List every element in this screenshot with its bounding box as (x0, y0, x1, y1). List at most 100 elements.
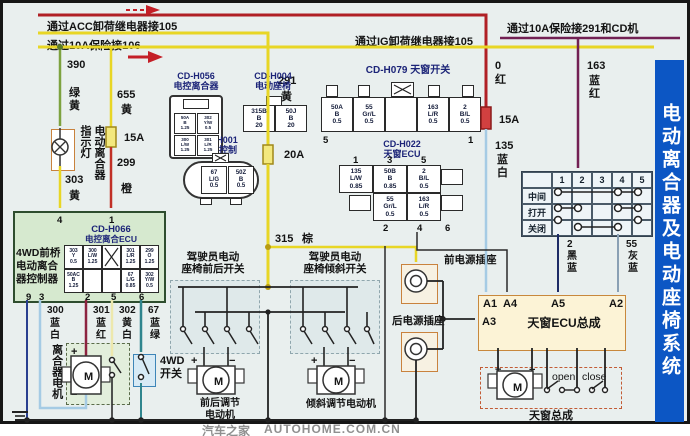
wire-0-number: 0 (495, 60, 502, 72)
fwd-switch-box (133, 354, 156, 387)
motor-m-label: M (513, 382, 523, 394)
connector-cdh079-tab (326, 85, 338, 97)
bus-label-ig: 通过IG卸荷继电器接105 (355, 36, 473, 48)
clutch-ecu-pin: 9 (26, 292, 32, 303)
connector-cdh001-tab (230, 198, 242, 205)
connector-cdh004-cell: 315B B 20 (243, 105, 275, 132)
connector-cdh004-subtitle: 电动座椅 (254, 81, 291, 91)
ecu-pin-a4: A4 (503, 298, 518, 310)
plus-terminal: + (311, 355, 318, 367)
connector-cdh004-cell: 50J B 20 (275, 105, 307, 132)
seat-tilt-switch-box (290, 280, 380, 354)
connector-cdh022-tab (349, 195, 371, 211)
connector-cdh079-tab (462, 85, 474, 97)
connector-cdh022-pin: 3 (387, 155, 393, 166)
connector-cdh022-cell: 163 L/R 0.5 (407, 193, 441, 221)
connector-cdh001-cell: 67 L/G 0.5 (201, 166, 227, 194)
clutch-ecu-cell: 300 L/W 1.25 (83, 245, 102, 269)
connector-cdh079-cell: 55 Gr/L 0.5 (353, 97, 385, 132)
clutch-indicator-lamp-label: 电动离合器指示灯 (79, 125, 105, 180)
motor-tilt-label: 倾斜调节电动机 (306, 399, 376, 410)
wire-315-number: 315 (275, 233, 294, 245)
connector-cdh022-pin: 6 (445, 223, 451, 234)
connector-cdh001-x-tab (212, 153, 229, 163)
connector-cdh056-subtitle: 电控离合器 (173, 81, 219, 91)
connector-cdh022-cell: 135 L/W 0.85 (339, 165, 373, 193)
wire-163-color: 蓝 红 (589, 75, 600, 100)
plus-terminal: + (191, 355, 198, 367)
wire-55-number: 55 (626, 239, 638, 250)
grid-col-header: 4 (612, 172, 632, 188)
rear-socket-label: 后电源插座 (392, 315, 445, 327)
wire-135-number: 135 (495, 140, 514, 152)
grid-corner (522, 172, 552, 188)
clutch-ecu-pin: 2 (85, 292, 91, 303)
wire-299-color: 橙 (121, 183, 132, 195)
connector-cdh079-cell: 2 B/L 0.5 (449, 97, 481, 132)
ecu-pin-a3: A3 (482, 316, 497, 328)
motor-m-label: M (214, 376, 224, 388)
clutch-ecu-subtitle: 电控离合ECU (85, 234, 137, 244)
clutch-ecu-pin: 3 (39, 292, 45, 303)
wire-303-color: 黄 (69, 190, 80, 202)
fuse-15a-left-label: 15A (124, 132, 145, 144)
clutch-controller-label: 4WD前桥 电动离合 器控制器 (16, 247, 61, 286)
clutch-ecu-pin: 5 (111, 292, 117, 303)
connector-cdh022-pin: 5 (421, 155, 427, 166)
bus-label-fuse291: 通过10A保险接291和CD机 (507, 23, 639, 35)
wire-55-color: 灰 蓝 (628, 251, 638, 274)
connector-cdh079-title: CD-H079 天窗开关 (365, 65, 451, 76)
connector-cdh056-cell: 300 L/W 1.25 (174, 135, 196, 156)
clutch-ecu-cell: 299 O 1.25 (140, 245, 159, 269)
sunroof-assembly-box (480, 367, 622, 409)
ecu-pin-a2: A2 (609, 298, 624, 310)
fwd-switch-label: 4WD 开关 (160, 355, 185, 380)
grid-row-label: 打开 (522, 204, 552, 220)
connector-cdh022-pin: 2 (383, 223, 389, 234)
cross-icon (104, 247, 119, 267)
front-socket-label: 前电源插座 (444, 254, 497, 266)
cross-icon (214, 154, 227, 162)
watermark-cn: 汽车之家 (202, 424, 251, 436)
connector-cdh001-tab (200, 198, 212, 205)
connector-cdh056-cell: 302 Y/W 0.5 (197, 113, 219, 134)
clutch-ecu-x-cell (102, 245, 121, 269)
diagram-canvas: 通过ACC卸荷继电器接105 通过10A保险接106 通过IG卸荷继电器接105… (0, 0, 690, 424)
clutch-ecu-cell: 303 Y 0.5 (64, 245, 83, 269)
minus-terminal: − (349, 355, 356, 367)
clutch-ecu-title: CD-H066 (91, 224, 131, 235)
connector-cdh079-pin: 1 (468, 135, 474, 146)
clutch-ecu-cell: 50AC B 1.25 (64, 269, 83, 293)
clutch-ecu-pin: 6 (139, 292, 145, 303)
minus-terminal: − (71, 389, 78, 401)
clutch-indicator-lamp (51, 129, 75, 171)
watermark-strip: 汽车之家 AUTOHOME.COM.CN (0, 422, 690, 436)
wire-135-color: 蓝 白 (497, 154, 508, 179)
connector-cdh001-cell: 50Z B 0.5 (228, 166, 254, 194)
ecu-pin-a5: A5 (551, 298, 566, 310)
bus-label-fuse106: 通过10A保险接106 (47, 40, 141, 52)
wire-302-number: 302 (119, 305, 136, 316)
wire-291-color: 黄 (281, 91, 292, 103)
connector-cdh022-tab (441, 169, 463, 185)
wire-2-color: 黑 蓝 (567, 251, 577, 274)
sunroof-close-label: close (582, 371, 607, 383)
wire-67-color: 蓝 绿 (150, 318, 160, 341)
sunroof-ecu-box (478, 295, 626, 351)
grid-row-label: 关闭 (522, 220, 552, 236)
clutch-ecu-cell-empty (102, 269, 121, 293)
grid-col-header: 3 (592, 172, 612, 188)
clutch-ecu-cell: 67 L/G 0.85 (121, 269, 140, 293)
wire-2-number: 2 (567, 239, 573, 250)
motor-m-label: M (84, 371, 94, 383)
front-power-socket (401, 264, 438, 304)
connector-cdh022-tab (441, 195, 463, 211)
plus-terminal: + (71, 346, 78, 358)
seat-tilt-switch-label: 驾驶员电动 座椅倾斜开关 (303, 251, 367, 276)
connector-cdh079-pin: 5 (323, 135, 329, 146)
connector-cdh022-cell: 2 B/L 0.5 (407, 165, 441, 193)
connector-cdh079-tab (428, 85, 440, 97)
connector-cdh079-x-tab (391, 82, 414, 97)
wire-163-number: 163 (587, 60, 606, 72)
connector-cdh079-cell: 163 L/R 0.5 (417, 97, 449, 132)
